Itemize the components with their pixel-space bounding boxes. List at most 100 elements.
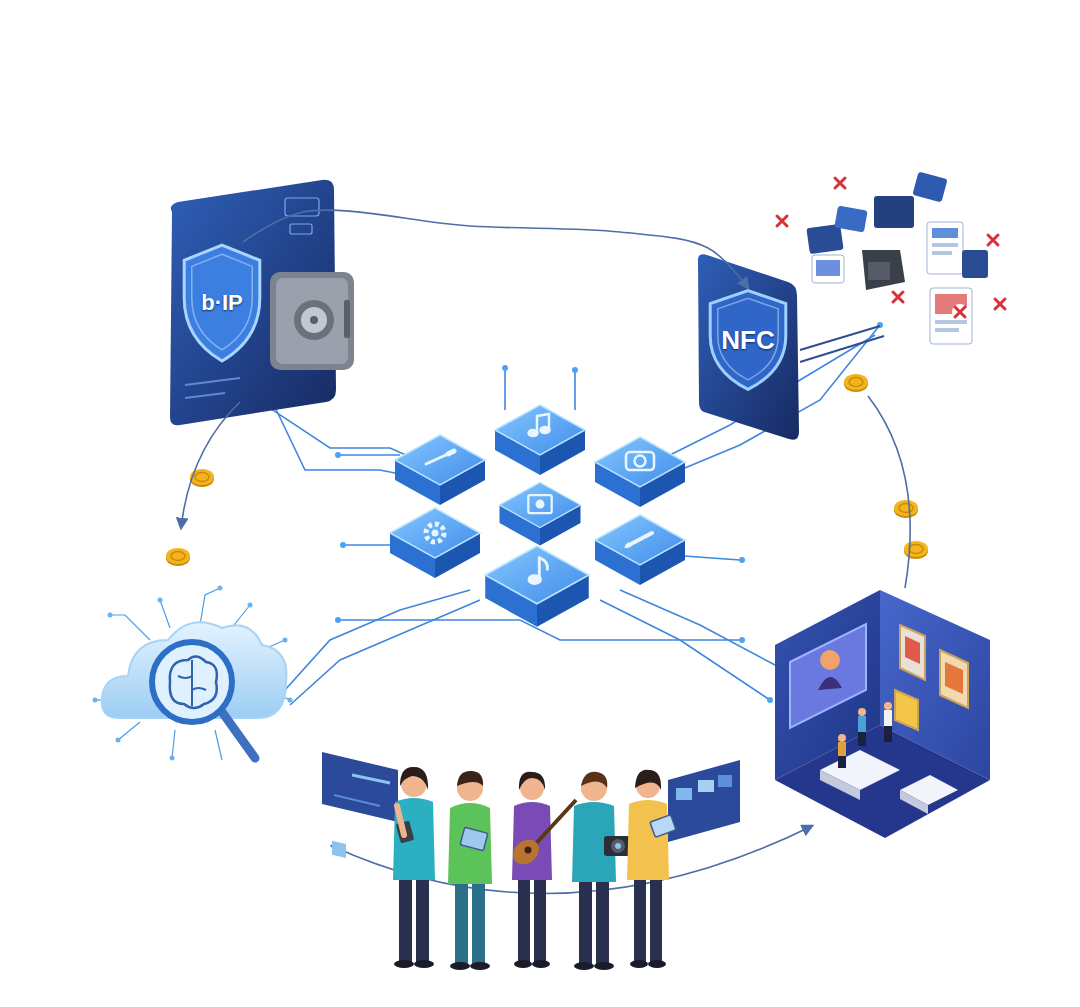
creators-group-part-part — [627, 800, 669, 880]
trace-dots-part — [739, 637, 745, 643]
ip-protection-panel-part — [301, 307, 327, 333]
creators-group-part-part — [414, 960, 434, 968]
creator-screens-part — [332, 841, 346, 858]
coins-part — [894, 500, 918, 518]
content-blocks-part-part — [390, 508, 480, 578]
trace-dots-part — [502, 365, 508, 371]
blocked-content-cards-part — [868, 262, 890, 280]
creator-screens-part — [718, 775, 732, 787]
ai-cloud-part-part — [118, 722, 140, 740]
room-visitors-part — [858, 708, 866, 716]
ai-cloud-part — [152, 642, 232, 722]
creators-group-part-part — [650, 876, 662, 962]
ai-cloud-part-part — [283, 638, 288, 643]
content-blocks-part-part — [627, 533, 652, 546]
content-blocks-part-part — [528, 495, 551, 513]
trace-dots-part — [340, 542, 346, 548]
creator-screens-part — [352, 775, 390, 783]
content-blocks-part — [485, 546, 589, 627]
creators-group-part — [627, 770, 676, 968]
ai-cloud-part-part — [288, 698, 293, 703]
creators-group-part-part — [525, 847, 532, 854]
creators-group-part-part — [635, 770, 661, 790]
ip-protection-panel-part — [294, 300, 334, 340]
virtual-gallery-room-part — [818, 677, 842, 690]
cycle-arrows — [181, 396, 910, 893]
trace-dots-part — [335, 617, 341, 623]
content-blocks-part-part — [426, 451, 454, 464]
content-blocks-part-part — [595, 437, 685, 507]
content-blocks-part — [595, 437, 685, 507]
circuit-traces-part — [285, 590, 470, 690]
creators-group-part-part — [579, 878, 592, 964]
shield-shape — [184, 245, 260, 361]
ai-cloud-part-part — [108, 613, 113, 618]
flow-arrow — [243, 210, 748, 288]
trace-dots-part — [572, 367, 578, 373]
creators-group-part-part — [470, 962, 490, 970]
shield-shape — [710, 291, 786, 390]
room-visitors-part — [838, 734, 846, 742]
creators-group-part-part — [574, 962, 594, 970]
content-blocks-part — [500, 483, 581, 546]
ai-cloud-part-part — [110, 615, 150, 640]
room-visitors-part — [884, 702, 892, 710]
ai-cloud-part-part — [172, 730, 175, 758]
creators-group-part-part — [394, 960, 414, 968]
blocked-content-cards-part — [874, 196, 914, 228]
creators-group-part-part — [460, 827, 488, 851]
nfc-panel-part — [698, 254, 799, 439]
creators-group-part-part — [393, 798, 435, 880]
content-blocks-part-part — [536, 500, 545, 509]
content-blocks-part-part — [626, 452, 654, 470]
ai-cloud-part-part — [215, 730, 222, 760]
creators-group-part-part — [634, 876, 646, 962]
ai-cloud-part — [222, 712, 255, 758]
ai-cloud-part — [178, 660, 206, 706]
content-blocks-part-part-part — [539, 558, 547, 570]
ip-protection-panel-part — [276, 278, 348, 364]
creators-group-part-part — [416, 876, 429, 962]
creators-group-part-part — [455, 880, 468, 964]
creators-group-part — [448, 771, 492, 970]
creators-group-part-part — [399, 876, 412, 962]
creator-screens-part — [322, 752, 398, 822]
blocked-content-cards-part — [932, 243, 958, 247]
virtual-gallery-room-part — [895, 690, 918, 730]
creators-group-part-part — [532, 960, 550, 968]
room-visitors-part — [884, 726, 892, 742]
blocked-content-cards-part — [930, 288, 972, 344]
ai-cloud-part — [170, 656, 217, 708]
content-blocks-part — [495, 405, 585, 475]
ai-cloud-part-part — [170, 756, 175, 761]
blocked-content-cards-part — [834, 206, 867, 233]
ip-protection-panel-part — [290, 224, 312, 234]
content-blocks-part-part — [395, 435, 485, 505]
coins-part — [844, 374, 868, 392]
room-visitors-part — [858, 732, 866, 746]
virtual-gallery-room-part — [940, 650, 968, 708]
virtual-gallery-room-part — [900, 790, 928, 814]
creators-group-part-part — [448, 803, 492, 884]
blocked-content-cards-part — [932, 251, 952, 255]
blocked-content-cards-part — [912, 172, 947, 203]
ai-cloud-part — [93, 586, 293, 761]
creators-group-part-part — [400, 767, 428, 790]
creator-screens-part — [698, 780, 714, 792]
room-visitors-part — [838, 742, 846, 756]
nfc-panel-part — [800, 336, 884, 362]
content-blocks-part-part — [432, 530, 439, 537]
room-visitors — [838, 702, 892, 768]
content-blocks-part-part — [426, 524, 444, 542]
blocked-content-cards-part — [806, 224, 843, 254]
virtual-gallery-room-part — [820, 770, 860, 800]
creators-group-part-part — [615, 843, 621, 849]
ip-protection-panel-part — [310, 316, 318, 324]
content-blocks-part-part — [485, 546, 589, 627]
ai-cloud-part-part — [116, 738, 121, 743]
trace-dots-part — [739, 557, 745, 563]
ai-cloud-part — [95, 588, 290, 760]
creators-group-part-part — [518, 876, 530, 962]
virtual-gallery-room-part — [900, 625, 925, 680]
creators-group-part-part — [450, 962, 470, 970]
